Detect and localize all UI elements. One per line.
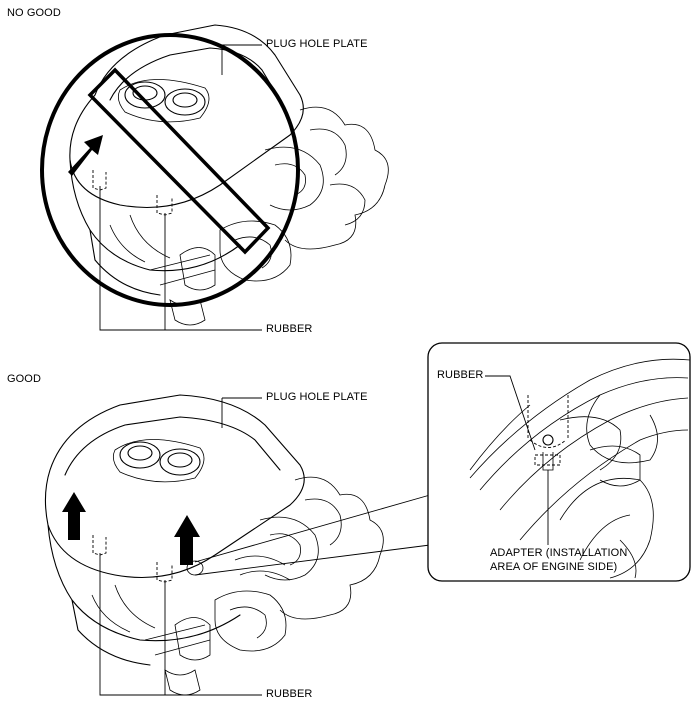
label-plug-hole-plate-bad: PLUG HOLE PLATE	[266, 38, 368, 50]
detail-inset	[427, 342, 691, 582]
prohibition-icon	[40, 33, 300, 307]
leader-plug-hole-plate-bad	[221, 44, 262, 75]
leader-rubber-good	[99, 553, 262, 696]
label-rubber-detail: RUBBER	[437, 369, 484, 381]
label-rubber-good: RUBBER	[266, 688, 313, 700]
engine-drawing-good	[44, 394, 384, 696]
arrow-up-icon	[68, 135, 103, 176]
leader-rubber-detail	[485, 375, 536, 451]
heading-no-good: NO GOOD	[7, 7, 61, 19]
leader-plug-hole-plate-good	[221, 397, 262, 428]
label-rubber-bad: RUBBER	[266, 323, 313, 335]
arrow-up-icon	[62, 492, 86, 540]
callout-lines	[194, 494, 431, 576]
label-adapter-line1: ADAPTER (INSTALLATION	[490, 547, 628, 559]
label-plug-hole-plate-good: PLUG HOLE PLATE	[266, 391, 368, 403]
label-adapter-line2: AREA OF ENGINE SIDE)	[490, 561, 618, 573]
heading-good: GOOD	[7, 373, 42, 385]
arrow-up-icon	[174, 515, 200, 565]
leader-rubber-bad	[99, 186, 262, 331]
